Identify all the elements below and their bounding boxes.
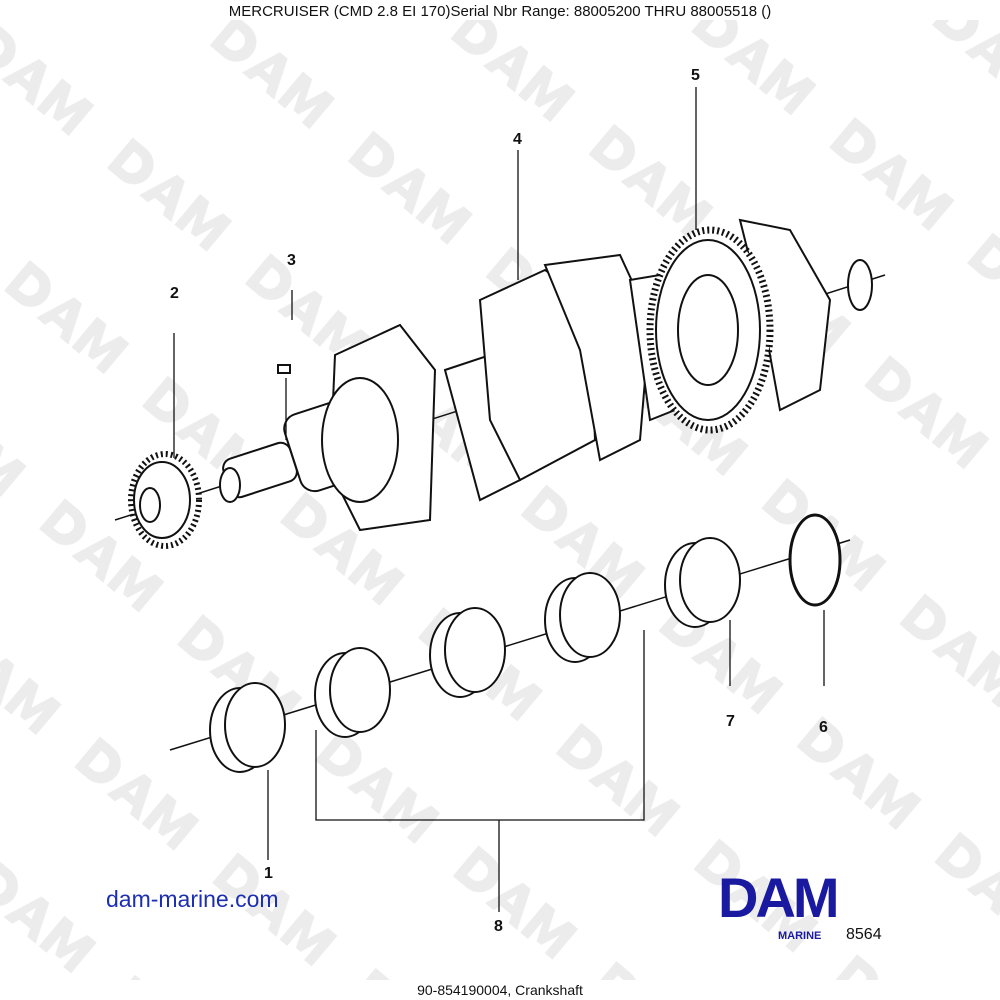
callout-1: 1 [264, 865, 273, 882]
logo-text: DAM [718, 866, 840, 929]
diagram-caption: 90-854190004, Crankshaft [417, 982, 583, 998]
thrust-washer [788, 513, 842, 607]
dam-marine-logo: DAM MARINE [718, 870, 898, 946]
callout-labels: 1 2 3 4 5 6 7 8 [170, 67, 828, 935]
callout-3: 3 [287, 252, 296, 269]
flywheel-gear [646, 226, 774, 434]
callout-8: 8 [494, 918, 503, 935]
callout-4: 4 [513, 131, 522, 148]
page-title: MERCRUISER (CMD 2.8 EI 170)Serial Nbr Ra… [228, 3, 772, 20]
website-link[interactable]: dam-marine.com [106, 886, 279, 912]
callout-2: 2 [170, 285, 179, 302]
bearings [209, 513, 842, 773]
plate-number: 8564 [846, 926, 882, 943]
crankshaft [219, 218, 873, 532]
crankshaft-drawing [114, 87, 886, 912]
crank-gear [128, 451, 202, 549]
callout-7: 7 [726, 713, 735, 730]
leader-lines [173, 87, 825, 912]
callout-5: 5 [691, 67, 700, 84]
key [277, 364, 291, 374]
callout-6: 6 [819, 719, 828, 736]
logo-subtext: MARINE [778, 930, 822, 942]
